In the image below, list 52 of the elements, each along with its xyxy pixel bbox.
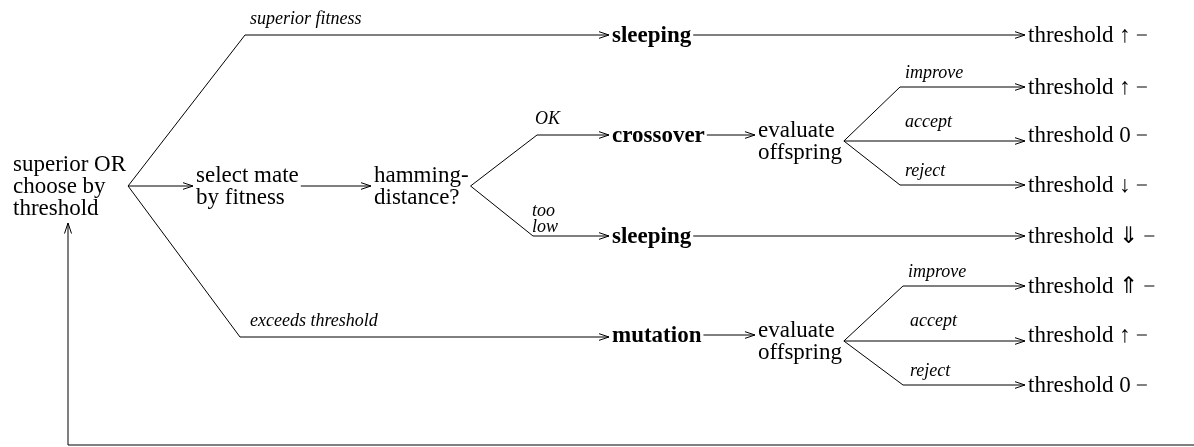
step-text: evaluate offspring: [758, 119, 868, 163]
step-text: sleeping: [612, 225, 692, 247]
edge-label: reject: [910, 362, 951, 378]
edge-label: superior fitness: [250, 10, 362, 26]
arrow: [843, 137, 1026, 145]
step-text: sleeping: [612, 24, 692, 46]
outcome-text: threshold ⇓: [1028, 225, 1139, 247]
decision-text: hamming-distance?: [374, 164, 486, 208]
edge-label: accept: [910, 312, 957, 328]
step-text: mutation: [612, 324, 702, 346]
line-stub: [1143, 285, 1155, 287]
line-stub: [1136, 134, 1148, 136]
line-stub: [1136, 184, 1148, 186]
edge-label: improve: [908, 263, 967, 279]
edge-label: exceeds threshold: [250, 312, 378, 328]
line-stub: [1136, 86, 1148, 88]
arrow: [692, 31, 1026, 39]
arrow: [706, 131, 756, 139]
edge-label: improve: [905, 64, 964, 80]
arrow: [843, 83, 1026, 142]
arrow: [692, 232, 1026, 240]
edge-label: too low: [532, 202, 559, 234]
outcome-text: threshold ⇑: [1028, 275, 1139, 297]
step-text: select mate by fitness: [196, 164, 318, 208]
arrow: [843, 140, 1026, 189]
arrow: [127, 31, 610, 187]
step-text: evaluate offspring: [758, 319, 868, 363]
line-stub: [1136, 34, 1148, 36]
outcome-text: threshold ↓: [1028, 174, 1131, 196]
outcome-text: threshold ↑: [1028, 76, 1131, 98]
outcome-text: threshold 0: [1028, 374, 1131, 396]
arrow: [843, 282, 1026, 342]
arrow: [702, 331, 756, 339]
line-stub: [1136, 334, 1148, 336]
outcome-text: threshold ↑: [1028, 24, 1131, 46]
step-text: superior OR choose by threshold: [13, 153, 135, 219]
arrow: [470, 185, 610, 240]
arrow: [470, 131, 610, 187]
arrow: [843, 337, 1026, 345]
arrow: [127, 182, 194, 190]
arrow: [300, 182, 372, 190]
step-text: crossover: [612, 124, 705, 146]
arrow: [127, 185, 610, 341]
outcome-text: threshold ↑: [1028, 324, 1131, 346]
edge-label: OK: [535, 110, 560, 126]
line-stub: [1143, 235, 1155, 237]
feedback-arrow: [64, 222, 1194, 446]
edge-label: accept: [905, 113, 952, 129]
arrow: [843, 340, 1026, 389]
edge-label: reject: [905, 162, 946, 178]
line-stub: [1136, 384, 1148, 386]
outcome-text: threshold 0: [1028, 124, 1131, 146]
